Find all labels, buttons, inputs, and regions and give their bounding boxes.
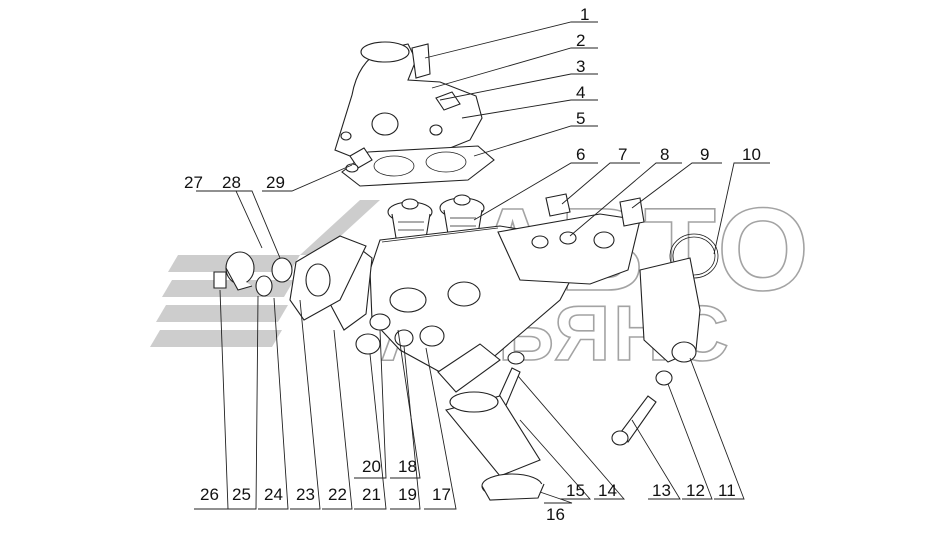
callout-10: 10 — [742, 145, 761, 164]
callout-26: 26 — [200, 485, 219, 504]
plug-19 — [369, 313, 391, 331]
callout-27: 27 — [184, 173, 203, 192]
hose-pipe-15 — [445, 391, 541, 477]
housing-gasket — [341, 145, 495, 187]
callout-4: 4 — [576, 83, 585, 102]
callout-25: 25 — [232, 485, 251, 504]
callout-15: 15 — [566, 481, 585, 500]
bolt-13 — [611, 395, 657, 446]
callout-16: 16 — [546, 505, 565, 524]
bracket-plate — [497, 213, 641, 285]
thermostat-right — [439, 194, 485, 235]
bolt-7 — [545, 193, 571, 217]
callout-7: 7 — [618, 145, 627, 164]
callout-29: 29 — [266, 173, 285, 192]
plug-18 — [394, 329, 414, 347]
callout-28: 28 — [222, 173, 241, 192]
callout-8: 8 — [660, 145, 669, 164]
callout-9: 9 — [700, 145, 709, 164]
cap-9 — [619, 197, 645, 227]
callout-17: 17 — [432, 485, 451, 504]
callout-20: 20 — [362, 457, 381, 476]
callout-24: 24 — [264, 485, 283, 504]
callout-5: 5 — [576, 109, 585, 128]
washer-8 — [559, 231, 577, 245]
callout-3: 3 — [576, 57, 585, 76]
washer-25 — [255, 275, 273, 297]
plug-21 — [355, 333, 381, 355]
callout-6: 6 — [576, 145, 585, 164]
callout-18: 18 — [398, 457, 417, 476]
leader-lines — [194, 21, 770, 510]
callout-1: 1 — [580, 5, 589, 24]
callout-19: 19 — [398, 485, 417, 504]
thermostat-left — [387, 198, 433, 239]
pipe-bend-17 — [437, 343, 525, 393]
callout-12: 12 — [686, 481, 705, 500]
thermostat-housing-cover — [334, 41, 483, 161]
nut-12 — [655, 370, 673, 386]
side-block-11 — [639, 257, 701, 363]
callout-23: 23 — [296, 485, 315, 504]
callout-11: 11 — [718, 481, 736, 500]
hose-clamp-16 — [481, 473, 545, 501]
flange-24 — [289, 235, 367, 321]
callout-14: 14 — [598, 481, 617, 500]
cap-27 — [225, 251, 255, 291]
bolt-26 — [213, 271, 227, 289]
callout-labels: 1 2 3 4 5 6 7 8 9 10 11 12 13 14 15 16 1… — [184, 5, 761, 524]
callout-2: 2 — [576, 31, 585, 50]
ring-28 — [271, 257, 293, 283]
callout-13: 13 — [652, 481, 671, 500]
fitting-29 — [345, 147, 373, 173]
callout-21: 21 — [362, 485, 381, 504]
callout-22: 22 — [328, 485, 347, 504]
